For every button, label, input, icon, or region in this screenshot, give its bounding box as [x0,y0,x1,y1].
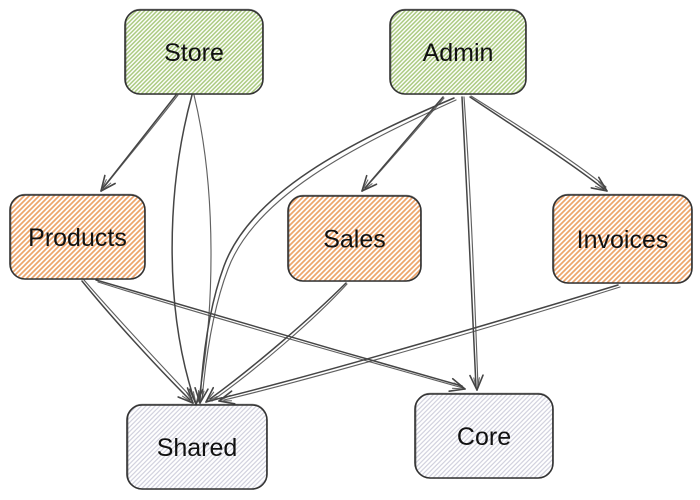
edge-stroke [223,286,621,401]
edge-stroke [470,95,607,188]
arrowhead-wing [361,179,369,192]
arrowhead-wing [594,185,608,192]
arrowhead-wing [197,390,201,404]
edge-admin-shared [194,97,457,404]
arrowhead-wing [453,382,466,390]
node-hatch-fill [415,394,553,478]
arrowhead-wing [192,391,197,405]
node-core: Core [414,392,554,479]
edge-stroke [83,279,193,399]
edge-stroke [104,94,179,187]
edge-invoices-shared [218,284,621,405]
node-border [287,195,422,282]
edge-stroke [463,96,479,388]
arrowhead-wing [218,394,231,402]
arrowhead-wing [361,183,373,192]
node-hatch-fill [390,10,526,94]
edge-products-core [95,279,466,393]
edge-stroke [469,96,605,190]
node-hatch-fill [125,10,263,94]
edge-stroke [193,94,212,403]
arrowhead-wing [100,182,112,192]
node-hatch-fill [127,405,267,489]
node-border [9,194,146,280]
node-label-sales: Sales [323,226,386,254]
arrowhead-wing [598,181,608,192]
edge-admin-invoices [469,95,608,192]
edge-stroke [81,280,191,401]
node-shared: Shared [126,403,268,490]
edge-stroke [211,283,348,402]
node-border [124,9,264,95]
arrowhead-wing [473,377,478,391]
node-label-admin: Admin [423,39,494,67]
node-hatch-fill [288,196,421,281]
node-label-products: Products [28,224,127,252]
edge-stroke [201,99,457,401]
edge-products-shared [81,279,194,404]
node-hatch-fill [10,195,145,279]
arrowhead-wing [181,395,194,404]
node-border [126,404,268,490]
node-products: Products [9,193,146,280]
node-store: Store [124,8,264,95]
edge-stroke [366,97,445,187]
node-label-core: Core [457,423,511,451]
node-border [552,194,693,284]
arrowhead-wing [205,395,218,403]
edge-stroke [171,94,196,403]
arrowhead-wing [451,387,466,390]
edge-sales-shared [205,282,348,403]
node-label-store: Store [164,39,224,67]
arrowhead-wing [476,377,480,391]
arrowhead-wing [186,391,194,404]
node-border [389,9,527,95]
node-label-shared: Shared [157,434,238,462]
arrowhead-wing [205,391,215,403]
node-admin: Admin [389,8,527,95]
edge-stroke [199,97,455,401]
edge-stroke [461,96,477,388]
node-hatch-fill [553,195,692,283]
arrowhead-wing [199,390,205,404]
edge-store-products [100,94,179,192]
node-border [414,393,554,479]
edge-stroke [97,281,464,389]
edge-stroke [221,284,619,399]
node-label-invoices: Invoices [577,226,669,254]
node-invoices: Invoices [552,193,693,284]
arrowhead-wing [100,179,107,192]
edge-layer [81,94,621,405]
edge-store-shared [171,94,212,405]
edge-stroke [95,279,463,387]
edge-admin-core [461,96,484,391]
node-sales: Sales [287,194,422,282]
edge-stroke [209,282,347,400]
